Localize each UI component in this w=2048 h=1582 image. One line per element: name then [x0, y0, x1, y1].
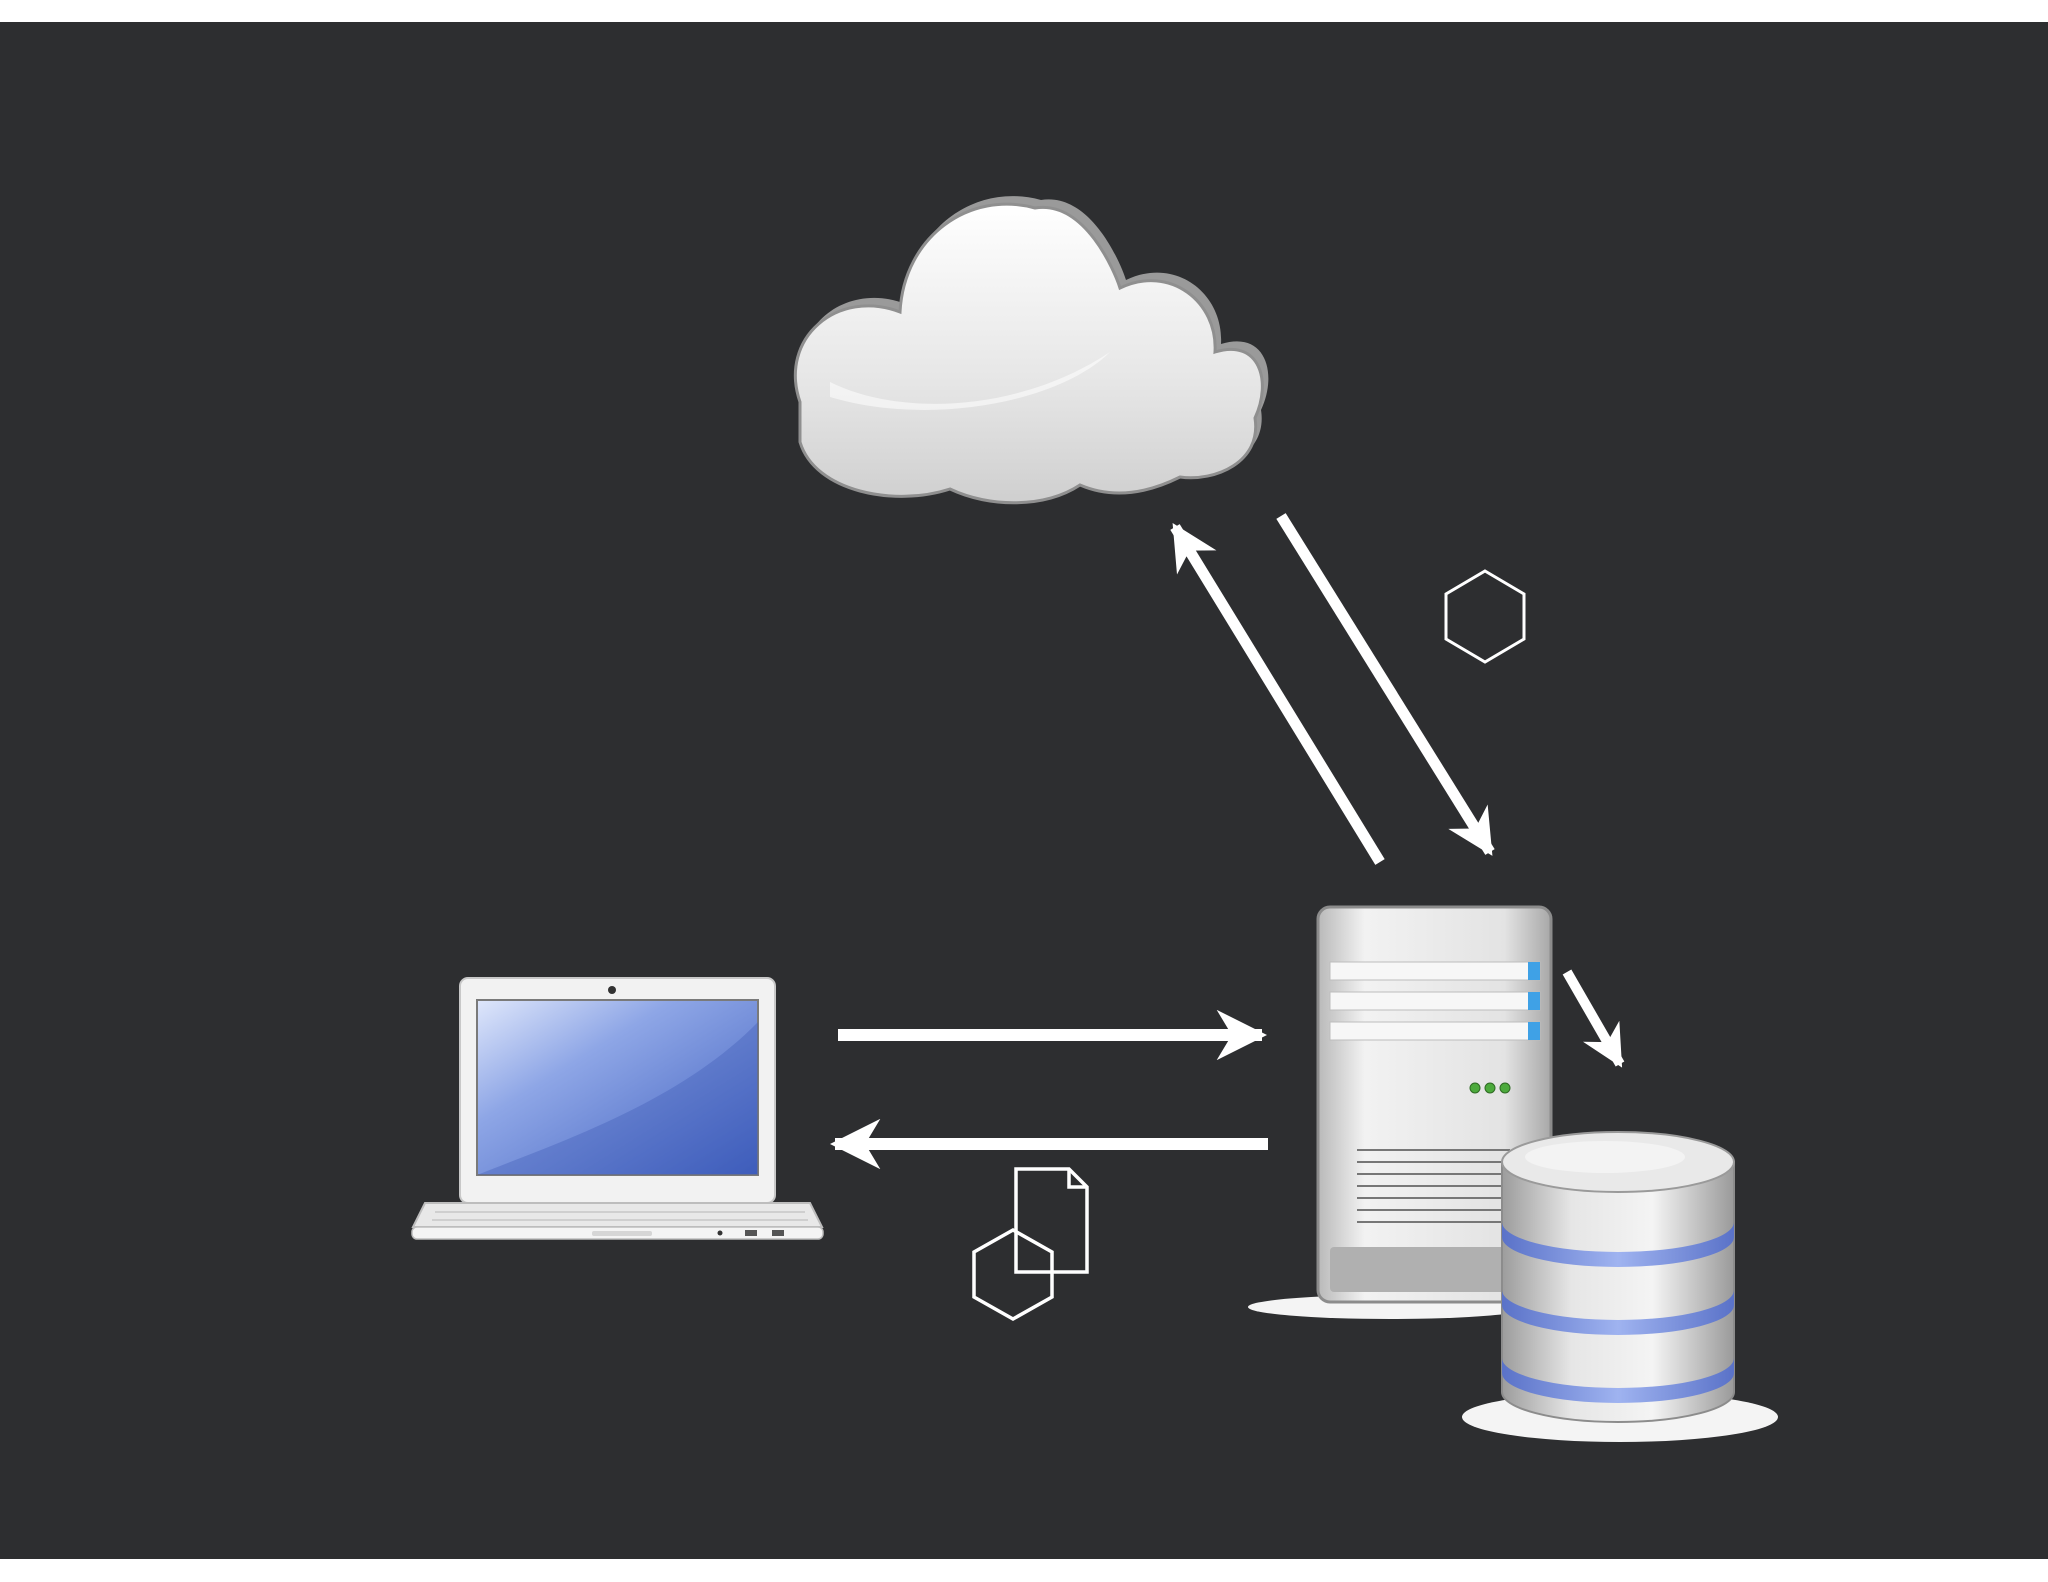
diagram-canvas: [0, 22, 2048, 1559]
hexagon-icon: [1444, 569, 1526, 664]
arrow-server-to-cloud: [1170, 523, 1385, 865]
database-icon: [1501, 1131, 1735, 1423]
arrow-server-to-database: [1562, 969, 1625, 1068]
network-diagram: [411, 196, 1778, 1442]
cloud-icon: [793, 196, 1269, 505]
server-tower-icon: [1316, 905, 1553, 1304]
laptop-icon: [411, 977, 824, 1240]
hexagon-document-icon: [972, 1167, 1089, 1322]
arrow-cloud-to-server: [1276, 513, 1495, 856]
